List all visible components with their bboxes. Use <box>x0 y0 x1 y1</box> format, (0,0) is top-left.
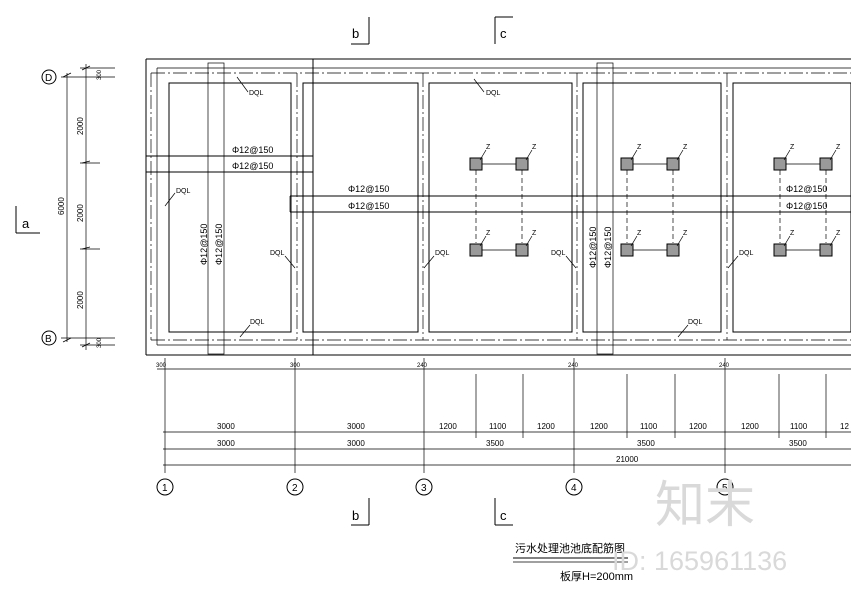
column-label: Z <box>637 144 642 151</box>
dim-value: 1100 <box>640 422 658 431</box>
section-mark-c: c <box>500 26 507 41</box>
dim-value: 3000 <box>347 422 365 431</box>
dim-value: 3000 <box>217 422 235 431</box>
rebar-label: Φ12@150 <box>348 201 389 211</box>
section-mark-c: c <box>500 508 507 523</box>
beam-label: DQL <box>176 188 191 195</box>
rebar-labels: Φ12@150 Φ12@150 Φ12@150 Φ12@150 Φ12@150 … <box>199 145 827 268</box>
horizontal-dimensions <box>157 358 851 473</box>
column-label: Z <box>532 144 537 151</box>
dim-value: 1200 <box>590 422 608 431</box>
section-mark-a: a <box>22 216 30 231</box>
column-group <box>773 157 833 257</box>
dim-top: 300 <box>97 69 103 80</box>
beam-label: DQL <box>249 90 264 97</box>
column-label: Z <box>486 230 491 237</box>
axis-label-2: 2 <box>292 483 298 494</box>
column-label: Z <box>790 144 795 151</box>
column-label: Z <box>836 144 841 151</box>
beam-callouts: DQL DQL DQL DQL DQL DQL DQL DQL DQL <box>164 76 754 338</box>
watermark: 知末 ID: 165961136 <box>612 477 787 576</box>
column-label: Z <box>683 144 688 151</box>
dim-wall: 240 <box>719 363 730 369</box>
axis-label-3: 3 <box>421 483 427 494</box>
rebar-label: Φ12@150 <box>786 184 827 194</box>
dim-value: 1200 <box>537 422 555 431</box>
axis-label-d: D <box>45 73 52 84</box>
dim-value: 1200 <box>439 422 457 431</box>
rebar-label-vertical: Φ12@150 <box>214 224 224 265</box>
dim-value: 1100 <box>489 422 507 431</box>
section-mark-b: b <box>352 26 359 41</box>
axis-bubbles-vertical: D B <box>41 69 57 346</box>
vertical-dimensions: 6000 2000 2000 2000 300 300 <box>57 64 115 350</box>
axis-label-b: B <box>45 334 52 345</box>
dim-value: 3500 <box>637 439 655 448</box>
rebar-label: Φ12@150 <box>786 201 827 211</box>
rebar-lines <box>145 59 851 355</box>
drawing-title: 污水处理池池底配筋图 <box>515 541 625 555</box>
beam-label: DQL <box>270 250 285 257</box>
axis-label-4: 4 <box>571 483 577 494</box>
rebar-label: Φ12@150 <box>232 161 273 171</box>
column-label: Z <box>790 230 795 237</box>
dim-row-2: 3000 3000 3500 3500 3500 <box>217 439 807 448</box>
rebar-label-vertical: Φ12@150 <box>588 227 598 268</box>
rebar-label: Φ12@150 <box>232 145 273 155</box>
drawing-subtitle: 板厚H=200mm <box>560 569 633 583</box>
dim-wall: 300 <box>290 363 301 369</box>
dim-value: 12 <box>840 422 849 431</box>
rebar-label-vertical: Φ12@150 <box>199 224 209 265</box>
beam-label: DQL <box>551 250 566 257</box>
axis-bubbles-horizontal: 1 2 3 4 5 <box>156 478 734 496</box>
dim-value: 3000 <box>217 439 235 448</box>
rebar-label-vertical: Φ12@150 <box>603 227 613 268</box>
dim-wall: 300 <box>156 363 167 369</box>
plan-outline <box>145 58 851 356</box>
dim-wall: 240 <box>417 363 428 369</box>
rebar-label: Φ12@150 <box>348 184 389 194</box>
beam-label: DQL <box>688 319 703 326</box>
beam-label: DQL <box>739 250 754 257</box>
beam-label: DQL <box>486 90 501 97</box>
dim-value: 3500 <box>789 439 807 448</box>
dim-value: 1200 <box>741 422 759 431</box>
watermark-logo: 知末 <box>655 477 755 533</box>
dim-row-1: 3000 3000 1200 1100 1200 1200 1100 1200 … <box>217 422 849 431</box>
watermark-id: ID: 165961136 <box>612 546 787 576</box>
dim-value: 1100 <box>790 422 808 431</box>
column-group <box>620 157 680 257</box>
column-label: Z <box>683 230 688 237</box>
beam-label: DQL <box>250 319 265 326</box>
dim-value: 1200 <box>689 422 707 431</box>
column-label: Z <box>532 230 537 237</box>
dim-segment: 2000 <box>76 117 85 135</box>
wall-thickness-dims: 300 300 240 240 240 <box>156 363 730 369</box>
dim-value: 3500 <box>486 439 504 448</box>
dim-total-horizontal: 21000 <box>616 455 639 464</box>
bays <box>168 73 851 340</box>
dim-bottom: 300 <box>97 337 103 348</box>
dim-segment: 2000 <box>76 291 85 309</box>
column-group <box>469 157 529 257</box>
column-labels: Z Z Z Z Z Z Z Z Z Z Z Z <box>479 144 841 247</box>
columns <box>469 157 833 257</box>
column-label: Z <box>637 230 642 237</box>
dim-total: 6000 <box>57 197 66 215</box>
column-label: Z <box>836 230 841 237</box>
dim-value: 3000 <box>347 439 365 448</box>
axis-label-1: 1 <box>162 483 168 494</box>
column-label: Z <box>486 144 491 151</box>
title-block: 污水处理池池底配筋图 板厚H=200mm <box>513 541 633 583</box>
dim-segment: 2000 <box>76 204 85 222</box>
section-mark-b: b <box>352 508 359 523</box>
axis-label-5: 5 <box>722 483 728 494</box>
dim-wall: 240 <box>568 363 579 369</box>
beam-label: DQL <box>435 250 450 257</box>
section-marks: b c b c a <box>15 16 513 526</box>
